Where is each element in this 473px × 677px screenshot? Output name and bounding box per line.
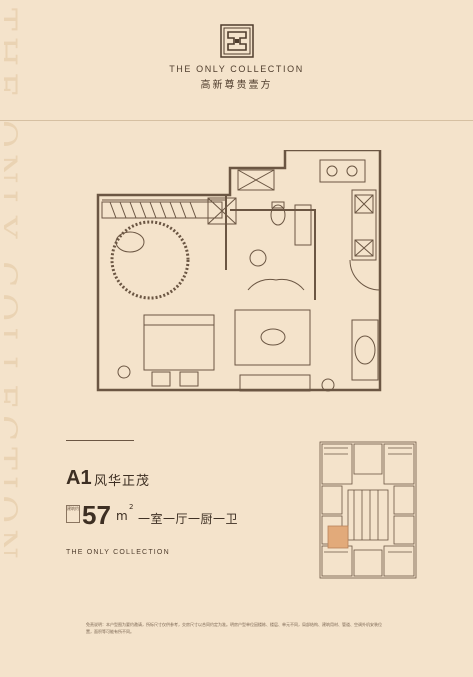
building-key-plan [319, 441, 417, 579]
area-unit-superscript: 2 [129, 503, 134, 511]
vertical-watermark: THE ONLY COLLECTION [4, 0, 24, 677]
section-divider [66, 440, 134, 441]
area-unit: m [116, 509, 128, 523]
disclaimer-text: 免责说明：本户型图为要约邀请，所标尺寸仅供参考，交房尺寸以合同约定为准。明房户型… [86, 622, 382, 634]
brand-logo-icon [220, 24, 254, 58]
brand-name-cn: 高新尊贵壹方 [200, 80, 273, 91]
watermark-text: THE ONLY COLLECTION [4, 8, 24, 565]
brand-name-en: THE ONLY COLLECTION [169, 64, 304, 74]
area-label: 建筑约 [66, 505, 80, 523]
collection-label: THE ONLY COLLECTION [66, 549, 170, 556]
floor-plan [96, 150, 382, 392]
unit-layout: 一室一厅一厨一卫 [138, 512, 239, 526]
unit-code: A1 [66, 467, 92, 489]
area-value: 57 [82, 500, 111, 530]
header-divider [0, 120, 473, 121]
unit-style-name: 风华正茂 [94, 474, 151, 489]
